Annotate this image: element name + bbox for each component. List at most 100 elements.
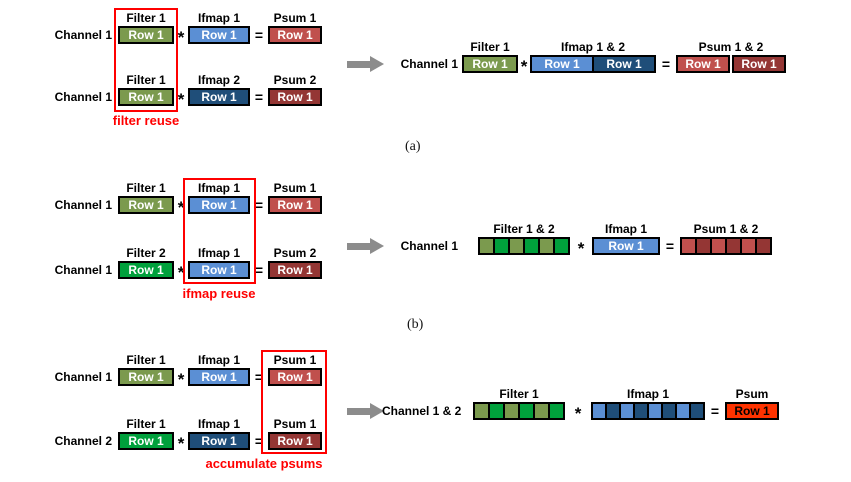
- ifmap-header: Ifmap 1 & 2: [560, 40, 626, 54]
- channel-label: Channel 1: [54, 370, 112, 384]
- arrow-right-icon: [347, 56, 384, 72]
- equals-operator: =: [254, 433, 264, 449]
- filter-box: Row 1: [118, 368, 174, 386]
- ifmap-box: Row 1: [188, 26, 250, 44]
- psum-term: Psum 2 Row 1: [268, 247, 322, 279]
- psum-term: Psum 1 Row 1: [268, 418, 322, 450]
- ifmap-term: Ifmap 1 & 2 Row 1 Row 1: [530, 41, 656, 73]
- psum-header: Psum 2: [273, 73, 317, 87]
- multiply-operator: *: [577, 239, 585, 258]
- equals-operator: =: [254, 89, 264, 105]
- equals-operator: =: [661, 56, 671, 72]
- ifmap-reuse-highlight: [183, 178, 256, 284]
- equation-row: Channel 1 Filter 1 Row 1 * Ifmap 1 Row 1…: [48, 182, 322, 217]
- ifmap-term: Ifmap 1 Row 1: [188, 354, 250, 386]
- ifmap-box: Row 1: [530, 55, 594, 73]
- filter-term: Filter 2 Row 1: [118, 247, 174, 279]
- psum-header: Psum 1: [273, 353, 317, 367]
- equation-row: Channel 1 Filter 1 Row 1 * Ifmap 1 Row 1…: [48, 12, 322, 47]
- multiply-operator: *: [177, 370, 185, 389]
- multiply-operator: *: [177, 90, 185, 109]
- filter-box: Row 1: [118, 196, 174, 214]
- psum-box: Row 1: [676, 55, 730, 73]
- equation-row: Channel 1 Filter 1 Row 1 * Ifmap 1 Row 1…: [48, 354, 322, 389]
- ifmap-cell: [689, 402, 705, 420]
- psum-term: Psum 1 Row 1: [268, 12, 322, 44]
- filter-box: Row 1: [118, 261, 174, 279]
- psum-box: Row 1: [268, 261, 322, 279]
- equation-row: Channel 2 Filter 1 Row 1 * Ifmap 1 Row 1…: [48, 418, 322, 453]
- ifmap-header: Ifmap 1: [197, 11, 241, 25]
- psum-header: Psum 1: [273, 11, 317, 25]
- filter-header: Filter 2: [126, 246, 166, 260]
- ifmap-header: Ifmap 2: [197, 73, 241, 87]
- combined-equation-row: Channel 1 & 2 Filter 1 * Ifmap 1 = Psum …: [382, 388, 779, 423]
- ifmap-header: Ifmap 1: [626, 387, 670, 401]
- equals-operator: =: [710, 403, 720, 419]
- psum-header: Psum: [735, 387, 769, 401]
- ifmap-box: Row 1: [592, 237, 660, 255]
- multiply-operator: *: [177, 198, 185, 217]
- arrow-right-icon: [347, 403, 384, 419]
- equation-row: Channel 1 Filter 2 Row 1 * Ifmap 1 Row 1…: [48, 247, 322, 282]
- ifmap-header: Ifmap 1: [604, 222, 648, 236]
- channel-label: Channel 2: [54, 434, 112, 448]
- filter-cell: [553, 237, 570, 255]
- filter-header: Filter 1: [470, 40, 510, 54]
- filter-cell: [548, 402, 565, 420]
- psum-box: Row 1: [268, 368, 322, 386]
- combined-equation-row: Channel 1 Filter 1 & 2 * Ifmap 1 Row 1 =…: [396, 223, 772, 258]
- psum-term: Psum 1 Row 1: [268, 354, 322, 386]
- arrow-right-icon: [347, 238, 384, 254]
- reuse-label: accumulate psums: [205, 456, 323, 471]
- filter-term: Filter 1 Row 1: [118, 12, 174, 44]
- multiply-operator: *: [177, 263, 185, 282]
- psum-box: Row 1: [268, 196, 322, 214]
- psum-header: Psum 1: [273, 417, 317, 431]
- filter-term: Filter 1 & 2: [478, 223, 570, 255]
- filter-term: Filter 1 Row 1: [118, 182, 174, 214]
- psum-term: Psum Row 1: [725, 388, 779, 420]
- filter-box: Row 1: [462, 55, 518, 73]
- psum-header: Psum 1 & 2: [693, 222, 759, 236]
- channel-label: Channel 1: [54, 90, 112, 104]
- multiply-operator: *: [520, 57, 528, 76]
- arrow-shaft: [347, 407, 370, 415]
- subfigure-caption: (b): [407, 317, 424, 332]
- multiply-operator: *: [177, 434, 185, 453]
- equals-operator: =: [665, 238, 675, 254]
- arrow-head: [370, 56, 384, 72]
- psum-box: Row 1: [268, 432, 322, 450]
- filter-term: Filter 1: [473, 388, 565, 420]
- ifmap-term: Ifmap 1 Row 1: [188, 418, 250, 450]
- equals-operator: =: [254, 197, 264, 213]
- ifmap-header: Ifmap 1: [197, 181, 241, 195]
- combined-equation-row: Channel 1 Filter 1 Row 1 * Ifmap 1 & 2 R…: [396, 41, 786, 76]
- psum-term: Psum 1 & 2 Row 1 Row 1: [676, 41, 786, 73]
- psum-box: Row 1: [725, 402, 779, 420]
- filter-term: Filter 1 Row 1: [462, 41, 518, 73]
- ifmap-header: Ifmap 1: [197, 246, 241, 260]
- filter-box: Row 1: [118, 88, 174, 106]
- arrow-head: [370, 238, 384, 254]
- ifmap-box: Row 1: [188, 261, 250, 279]
- psum-term: Psum 1 Row 1: [268, 182, 322, 214]
- reuse-label: ifmap reuse: [182, 286, 256, 301]
- filter-reuse-highlight: [114, 8, 178, 112]
- ifmap-box: Row 1: [188, 368, 250, 386]
- filter-term: Filter 1 Row 1: [118, 418, 174, 450]
- subfigure-caption: (a): [405, 139, 421, 154]
- channel-label: Channel 1: [54, 263, 112, 277]
- ifmap-term: Ifmap 2 Row 1: [188, 74, 250, 106]
- filter-box: Row 1: [118, 26, 174, 44]
- ifmap-header: Ifmap 1: [197, 417, 241, 431]
- multiply-operator: *: [574, 404, 582, 423]
- filter-header: Filter 1: [126, 73, 166, 87]
- reuse-label: filter reuse: [112, 113, 180, 128]
- arrow-shaft: [347, 60, 370, 68]
- ifmap-term: Ifmap 1 Row 1: [188, 12, 250, 44]
- channel-label: Channel 1: [54, 198, 112, 212]
- equation-row: Channel 1 Filter 1 Row 1 * Ifmap 2 Row 1…: [48, 74, 322, 109]
- psum-box: Row 1: [268, 26, 322, 44]
